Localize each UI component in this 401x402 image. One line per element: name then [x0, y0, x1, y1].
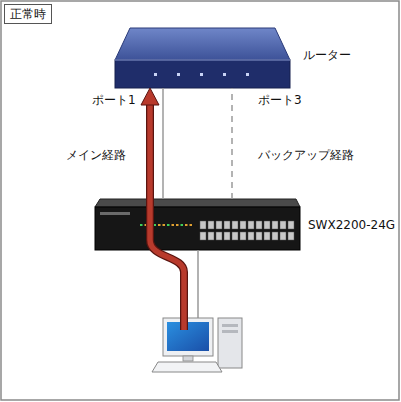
router-node: ルーター	[115, 28, 290, 88]
switch-node: SWX2200-24G	[95, 199, 300, 250]
pc-figure	[152, 318, 242, 372]
pc-cable	[197, 250, 199, 318]
switch-body	[95, 199, 300, 250]
route-label: メイン経路	[66, 148, 126, 162]
port-label: ポート1	[92, 93, 136, 107]
main-link	[162, 88, 164, 199]
router-body	[115, 28, 290, 88]
device-name: ルーター	[303, 48, 351, 62]
device-name: SWX2200-24G	[308, 218, 395, 232]
backup-link	[231, 88, 233, 199]
port-label: ポート3	[258, 93, 302, 107]
title-box: 正常時	[4, 4, 52, 24]
route-label: バックアップ経路	[258, 148, 354, 162]
